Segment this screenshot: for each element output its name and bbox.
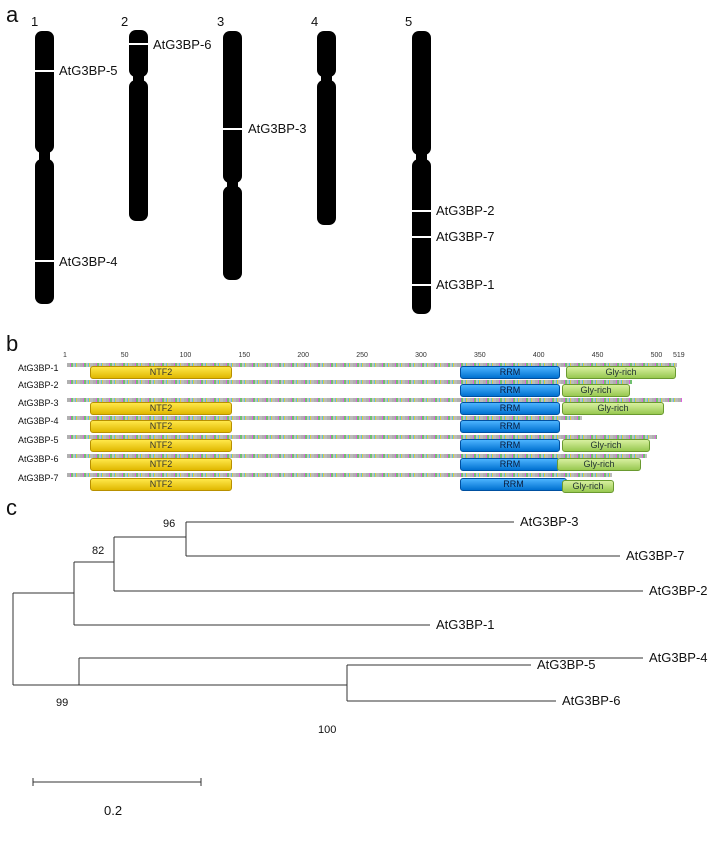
chromosome-1-centromere	[39, 148, 50, 164]
domain-rrm-2: RRM	[460, 384, 560, 397]
panel-label-c: c	[6, 495, 17, 520]
protein-track-2	[67, 380, 632, 384]
domain-gly-3: Gly-rich	[562, 402, 664, 415]
domain-gly-1: Gly-rich	[566, 366, 676, 379]
scale-bar-label: 0.2	[104, 803, 123, 818]
chromosome-number-5: 5	[405, 14, 413, 29]
ruler-tick: 100	[179, 352, 192, 359]
bootstrap-96: 96	[163, 518, 176, 530]
domain-rrm-5: RRM	[460, 439, 560, 452]
protein-label-6: AtG3BP-6	[18, 454, 59, 464]
locus-label-g4: AtG3BP-4	[59, 254, 118, 269]
chromosome-number-2: 2	[121, 14, 129, 29]
chromosome-2-arm-short	[129, 30, 148, 77]
domain-gly-2: Gly-rich	[562, 384, 630, 397]
locus-label-g6: AtG3BP-6	[153, 37, 212, 52]
ruler-tick: 400	[532, 352, 545, 359]
ruler-tick: 300	[415, 352, 427, 359]
domain-gly-6: Gly-rich	[557, 458, 641, 471]
protein-label-2: AtG3BP-2	[18, 380, 59, 390]
domain-ntf2-5: NTF2	[90, 439, 232, 452]
tree-leaf-l4: AtG3BP-4	[649, 650, 708, 665]
chromosome-4-arm-short	[317, 31, 336, 77]
panel-label-a: a	[6, 2, 19, 27]
chromosome-5-centromere	[416, 150, 427, 164]
locus-marker-g4	[35, 260, 54, 262]
ruler-tick: 350	[473, 352, 486, 359]
chromosome-3-centromere	[227, 178, 238, 190]
locus-marker-g5	[35, 70, 54, 72]
tree-leaf-l7: AtG3BP-7	[626, 548, 685, 563]
ruler-tick: 519	[673, 352, 685, 359]
tree-leaf-l2: AtG3BP-2	[649, 583, 708, 598]
chromosome-4-arm-long	[317, 80, 336, 225]
locus-label-g7: AtG3BP-7	[436, 229, 495, 244]
ruler-tick: 150	[238, 352, 251, 359]
protein-label-7: AtG3BP-7	[18, 473, 59, 483]
protein-track-4	[67, 416, 582, 420]
chromosome-2-arm-long	[129, 80, 148, 221]
domain-ntf2-7: NTF2	[90, 478, 232, 491]
ruler-tick: 200	[297, 352, 310, 359]
locus-label-g1: AtG3BP-1	[436, 277, 495, 292]
protein-label-5: AtG3BP-5	[18, 435, 59, 445]
domain-rrm-3: RRM	[460, 402, 560, 415]
chromosome-4-centromere	[321, 72, 332, 84]
tree-leaf-l1: AtG3BP-1	[436, 617, 495, 632]
tree-leaf-l5: AtG3BP-5	[537, 657, 596, 672]
locus-marker-g7	[412, 236, 431, 238]
ruler-tick: 250	[356, 352, 368, 359]
ruler-tick: 500	[650, 352, 663, 359]
locus-marker-g2	[412, 210, 431, 212]
ruler-tick: 1	[63, 352, 67, 359]
protein-track-6	[67, 454, 647, 458]
protein-track-3	[67, 398, 682, 402]
domain-ntf2-6: NTF2	[90, 458, 232, 471]
locus-marker-g3	[223, 128, 242, 130]
chromosome-number-4: 4	[311, 14, 319, 29]
protein-track-1	[67, 363, 677, 367]
ruler-tick: 50	[120, 352, 129, 359]
chromosome-2-centromere	[133, 72, 144, 84]
domain-gly-5: Gly-rich	[562, 439, 650, 452]
domain-rrm-4: RRM	[460, 420, 560, 433]
protein-label-3: AtG3BP-3	[18, 398, 59, 408]
panel-label-b: b	[6, 331, 19, 356]
chromosome-number-3: 3	[217, 14, 225, 29]
locus-marker-g6	[129, 43, 148, 45]
domain-ntf2-1: NTF2	[90, 366, 232, 379]
bootstrap-82: 82	[92, 545, 105, 557]
domain-ntf2-3: NTF2	[90, 402, 232, 415]
domain-rrm-1: RRM	[460, 366, 560, 379]
protein-label-4: AtG3BP-4	[18, 416, 59, 426]
chromosome-number-1: 1	[31, 14, 39, 29]
domain-ntf2-4: NTF2	[90, 420, 232, 433]
locus-label-g5: AtG3BP-5	[59, 63, 118, 78]
locus-label-g3: AtG3BP-3	[248, 121, 307, 136]
chromosome-5-arm-short	[412, 31, 431, 155]
protein-label-1: AtG3BP-1	[18, 363, 59, 373]
tree-leaf-l6: AtG3BP-6	[562, 693, 621, 708]
tree-leaf-l3: AtG3BP-3	[520, 514, 579, 529]
bootstrap-100: 100	[318, 724, 337, 736]
chromosome-1-arm-short	[35, 31, 54, 153]
locus-label-g2: AtG3BP-2	[436, 203, 495, 218]
domain-gly-7: Gly-rich	[562, 480, 614, 493]
chromosome-3-arm-long	[223, 186, 242, 280]
chromosome-3-arm-short	[223, 31, 242, 183]
bootstrap-99: 99	[56, 697, 69, 709]
protein-track-5	[67, 435, 657, 439]
locus-marker-g1	[412, 284, 431, 286]
ruler-tick: 450	[591, 352, 604, 359]
protein-track-7	[67, 473, 612, 477]
chromosome-1-arm-long	[35, 159, 54, 304]
